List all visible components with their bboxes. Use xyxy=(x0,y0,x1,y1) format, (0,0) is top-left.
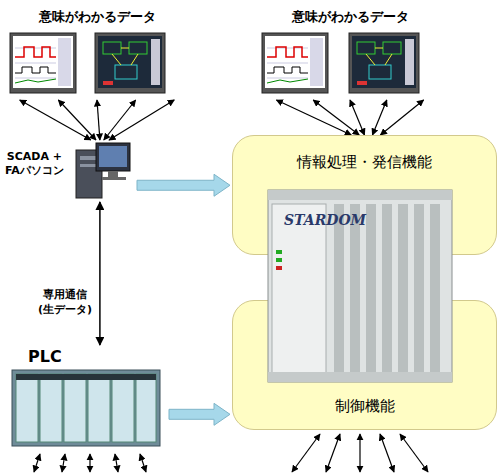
figure-part xyxy=(366,204,376,376)
node-text: 意味がわかるデータ xyxy=(5,5,189,26)
figure-part xyxy=(108,171,118,177)
figure-part xyxy=(115,454,118,472)
screen-shot xyxy=(10,33,76,93)
connector-line xyxy=(372,100,386,135)
connector-line xyxy=(350,100,365,135)
figure-part xyxy=(80,164,98,167)
figure-part xyxy=(430,204,440,376)
figure-part xyxy=(350,204,360,376)
figure-part xyxy=(268,190,452,382)
figure-part xyxy=(16,374,38,442)
edge-label: 専用通信 (生データ) xyxy=(38,287,92,317)
connector xyxy=(169,403,230,425)
scada-pc: SCADA + FAパソコン xyxy=(5,140,135,202)
connector-line xyxy=(97,100,100,140)
node-text: 情報処理・発信機能 xyxy=(233,136,496,172)
figure-part xyxy=(140,454,146,472)
data-screen-group: 意味がわかるデータ xyxy=(258,5,442,100)
figure-part xyxy=(380,434,394,472)
plc-rack xyxy=(12,370,160,446)
connector-line xyxy=(99,202,101,345)
connector-line xyxy=(20,100,91,140)
pc-icon xyxy=(76,143,130,198)
figure-part xyxy=(12,370,160,446)
connector xyxy=(20,100,175,140)
block-arrow xyxy=(137,174,230,196)
figure-part xyxy=(272,204,326,376)
figure-part xyxy=(382,204,392,376)
connector xyxy=(99,202,100,345)
figure-part xyxy=(359,434,360,472)
figure-part xyxy=(276,258,282,262)
figure-part xyxy=(326,434,340,472)
node-text: SCADA + FAパソコン xyxy=(5,150,64,178)
figure-part xyxy=(40,374,62,442)
figure-part xyxy=(276,266,282,270)
figure-part xyxy=(62,454,65,472)
figure-part xyxy=(96,143,130,171)
product-logo: STARDOM xyxy=(284,212,366,228)
figure-part xyxy=(89,454,90,472)
figure-part xyxy=(34,454,40,472)
figure-part xyxy=(268,372,452,382)
connector-line xyxy=(58,100,96,140)
figure-part xyxy=(112,374,134,442)
data-screen-group: 意味がわかるデータ xyxy=(5,5,189,100)
figure-part xyxy=(80,156,98,160)
screen-shot xyxy=(262,33,328,93)
figure-part xyxy=(400,434,428,472)
figure-part xyxy=(88,374,110,442)
figure-part xyxy=(268,190,452,200)
figure-part xyxy=(292,434,320,472)
block-arrow xyxy=(169,403,230,425)
screen-shot xyxy=(95,33,165,93)
figure-part xyxy=(398,204,408,376)
connector-line xyxy=(109,100,174,140)
connector xyxy=(137,174,230,196)
plc-unit: PLC xyxy=(8,345,167,450)
figure-part xyxy=(136,374,156,442)
connector-line xyxy=(380,100,423,135)
figure-part xyxy=(64,374,86,442)
figure-part xyxy=(99,146,127,167)
figure-part xyxy=(276,250,282,254)
figure-part xyxy=(16,374,156,380)
node-text: 意味がわかるデータ xyxy=(258,5,442,26)
figure-part xyxy=(334,204,344,376)
figure-part xyxy=(102,177,126,180)
node-text: PLC xyxy=(8,345,167,366)
connector-line xyxy=(276,100,351,135)
figure-part xyxy=(414,204,424,376)
screen-shot xyxy=(349,33,419,93)
connector xyxy=(276,100,423,135)
field-arrows xyxy=(34,434,428,472)
